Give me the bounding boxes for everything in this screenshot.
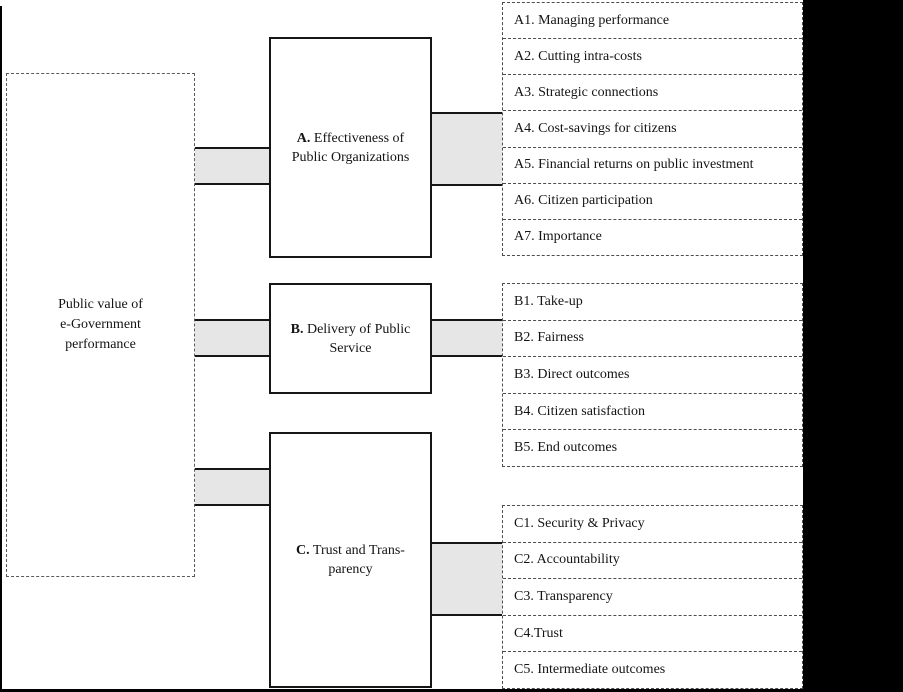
root-node-label: Public value of e-Government performance <box>58 297 143 352</box>
list-item-b5: B5. End outcomes <box>514 440 618 456</box>
list-item-c3: C3. Transparency <box>503 579 802 616</box>
list-item-b4: B4. Citizen satisfaction <box>503 394 802 431</box>
list-item-c5: C5. Intermediate outcomes <box>514 662 666 678</box>
left-border-line <box>0 6 2 692</box>
list-item-a7: A7. Importance <box>514 229 602 245</box>
category-box-b: B. Delivery of Public Service <box>269 283 432 394</box>
list-item-c2: C2. Accountability <box>503 543 802 580</box>
list-item-c4: C4.Trust <box>503 616 802 653</box>
bottom-border-line <box>0 689 803 692</box>
connector-root-to-a <box>195 147 270 185</box>
list-item-a5: A5. Financial returns on public investme… <box>503 148 802 184</box>
indicator-list-a: A1. Managing performance A2. Cutting int… <box>502 2 803 256</box>
root-node-public-value: Public value of e-Government performance <box>6 73 195 577</box>
connector-root-to-b <box>195 319 270 357</box>
connector-a-to-list <box>431 112 502 186</box>
list-item-a4: A4. Cost-savings for citizens <box>503 111 802 148</box>
category-box-a: A. Effectiveness of Public Organizations <box>269 37 432 258</box>
list-item-a3: A3. Strategic connections <box>503 75 802 112</box>
list-item-b3: B3. Direct outcomes <box>503 357 802 394</box>
list-item-b2: B2. Fairness <box>503 321 802 358</box>
list-item-a6: A6. Citizen participation <box>503 184 802 220</box>
category-label-a: A. Effectiveness of Public Organizations <box>291 130 410 165</box>
connector-root-to-c <box>195 468 270 506</box>
category-label-c: C. Trust and Trans- parency <box>296 543 405 577</box>
connector-c-to-list <box>431 542 502 616</box>
connector-b-to-list <box>431 319 502 357</box>
list-item-a2: A2. Cutting intra-costs <box>503 39 802 76</box>
list-item-c1: C1. Security & Privacy <box>503 506 802 543</box>
right-black-margin <box>803 0 903 692</box>
list-item-b1: B1. Take-up <box>503 284 802 321</box>
indicator-list-b: B1. Take-up B2. Fairness B3. Direct outc… <box>502 283 803 467</box>
category-label-b: B. Delivery of Public Service <box>290 321 411 356</box>
indicator-list-c: C1. Security & Privacy C2. Accountabilit… <box>502 505 803 689</box>
list-item-a1: A1. Managing performance <box>503 3 802 40</box>
category-box-c: C. Trust and Trans- parency <box>269 432 432 688</box>
